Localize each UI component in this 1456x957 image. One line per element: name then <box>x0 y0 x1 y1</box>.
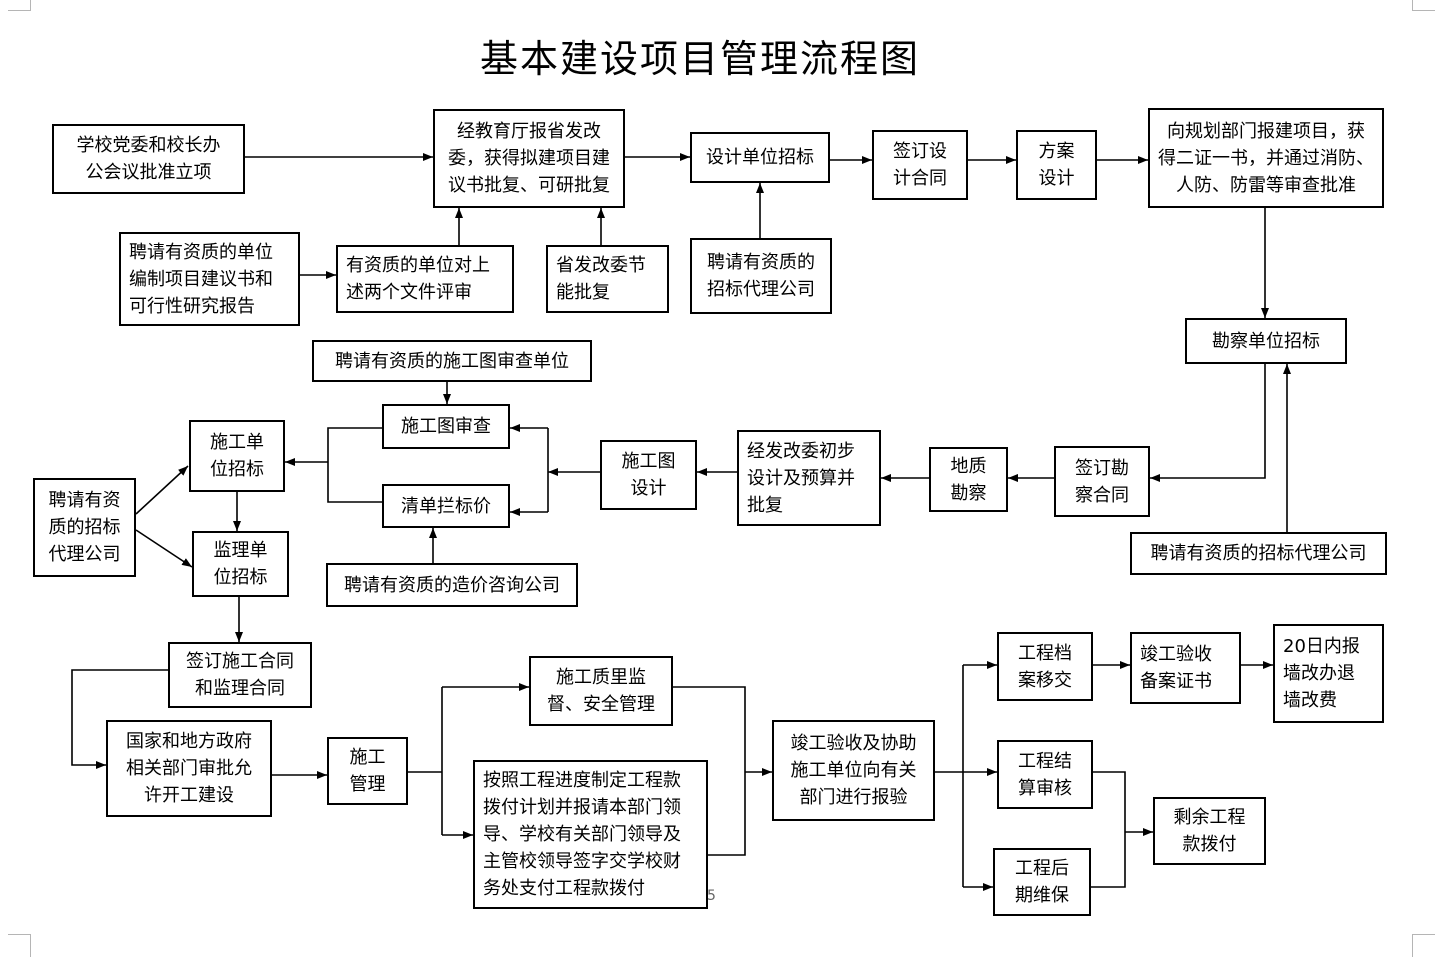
node-preliminary-design: 经发改委初步设计及预算并批复 <box>737 430 881 526</box>
split-b27 <box>408 687 443 835</box>
node-survey-contract: 签订勘察合同 <box>1054 446 1150 517</box>
arrow-b20-b14 <box>135 465 189 515</box>
node-drawing-review-unit: 聘请有资质的施工图审查单位 <box>312 340 592 382</box>
node-drawing-review: 施工图审查 <box>382 404 510 449</box>
split-b29 <box>935 665 964 887</box>
crop-mark-top-right <box>1412 0 1435 11</box>
crop-mark-bottom-left <box>8 934 31 957</box>
node-province-approval: 经教育厅报省发改委，获得拟建项目建议书批复、可研批复 <box>433 109 625 208</box>
arrow-b11-b19 <box>1150 364 1266 482</box>
node-wall-fee-refund: 20日内报墙改办退墙改费 <box>1273 624 1384 723</box>
node-bidding-agent-2: 聘请有资质的招标代理公司 <box>33 478 136 577</box>
node-bill-price: 清单拦标价 <box>382 484 510 528</box>
node-bidding-agent-1: 聘请有资质的招标代理公司 <box>690 238 832 314</box>
crop-mark-top-left <box>8 0 31 11</box>
node-cost-consulting: 聘请有资质的造价咨询公司 <box>326 563 578 607</box>
node-scheme-design: 方案设计 <box>1016 130 1097 200</box>
page-number: 5 <box>707 888 716 904</box>
node-construction-management: 施工管理 <box>327 737 408 805</box>
node-settlement-audit: 工程结算审核 <box>997 740 1093 809</box>
node-planning-approval: 向规划部门报建项目，获得二证一书，并通过消防、人防、防雷等审查批准 <box>1148 108 1384 208</box>
page-title: 基本建设项目管理流程图 <box>479 37 920 81</box>
bracket-left <box>327 427 382 503</box>
node-design-bidding: 设计单位招标 <box>690 132 830 183</box>
node-archive-transfer: 工程档案移交 <box>997 632 1093 701</box>
node-quality-supervision: 施工质里监督、安全管理 <box>529 656 673 726</box>
node-geological-survey: 地质勘察 <box>929 447 1008 512</box>
node-feasibility-report: 聘请有资质的单位编制项目建议书和可行性研究报告 <box>119 232 300 326</box>
node-construction-contract: 签订施工合同和监理合同 <box>168 642 312 708</box>
node-filing-certificate: 竣工验收备案证书 <box>1130 632 1241 704</box>
join-b33-b35 <box>1091 771 1153 888</box>
node-construction-bidding: 施工单位招标 <box>189 420 285 492</box>
node-survey-bidding: 勘察单位招标 <box>1185 318 1347 364</box>
node-payment-plan: 按照工程进度制定工程款拨付计划并报请本部门领导、学校有关部门领导及主管校领导签字… <box>473 760 708 909</box>
node-completion-acceptance: 竣工验收及协助施工单位向有关部门进行报验 <box>772 720 935 821</box>
join-right <box>673 686 746 856</box>
crop-mark-bottom-right <box>1412 934 1435 957</box>
node-construction-drawing: 施工图设计 <box>600 440 697 510</box>
arrow-b24-b26 <box>71 669 168 769</box>
node-maintenance: 工程后期维保 <box>993 848 1091 916</box>
node-remaining-payment: 剩余工程款拨付 <box>1153 797 1266 865</box>
node-party-approval: 学校党委和校长办公会议批准立项 <box>52 124 245 194</box>
node-government-approval: 国家和地方政府相关部门审批允许开工建设 <box>106 720 272 817</box>
node-design-contract: 签订设计合同 <box>872 130 968 200</box>
node-bidding-agent-3: 聘请有资质的招标代理公司 <box>1130 532 1387 575</box>
node-supervision-bidding: 监理单位招标 <box>192 531 289 597</box>
node-energy-approval: 省发改委节能批复 <box>546 245 669 313</box>
arrow-b20-b21 <box>135 529 193 568</box>
node-document-review: 有资质的单位对上述两个文件评审 <box>336 245 514 313</box>
